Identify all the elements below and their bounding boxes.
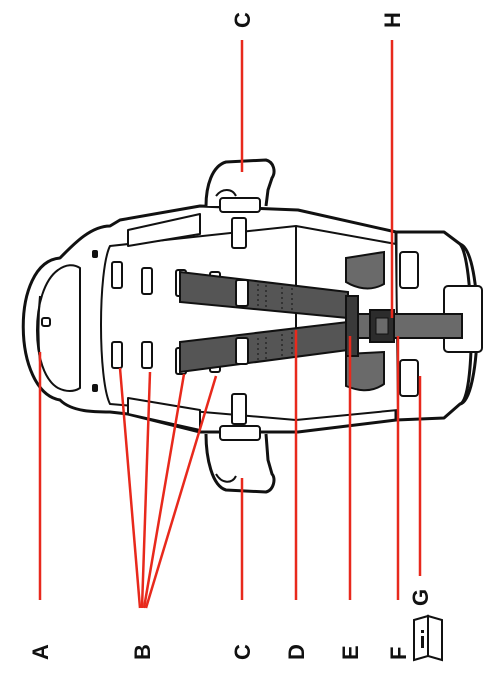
leader-B1 xyxy=(118,367,142,609)
crotch-strap xyxy=(345,295,463,357)
label-B: B xyxy=(130,644,155,660)
label-A: A xyxy=(28,644,53,660)
label-G: G xyxy=(408,589,433,606)
strap-stitching xyxy=(257,284,293,362)
strap-adjusters xyxy=(235,279,249,365)
leader-B4 xyxy=(144,375,218,609)
label-H: H xyxy=(380,12,405,28)
leader-B3 xyxy=(142,373,186,609)
label-E: E xyxy=(338,645,363,660)
label-F: F xyxy=(386,647,411,660)
headrest-clips xyxy=(41,250,98,392)
manual-book-icon xyxy=(413,614,443,662)
label-C-top: C xyxy=(230,12,255,28)
leader-lines xyxy=(38,40,422,609)
buckle-tongue xyxy=(345,295,359,357)
leader-B2 xyxy=(140,371,152,609)
side-guides xyxy=(231,217,419,425)
label-D: D xyxy=(284,644,309,660)
hip-pads xyxy=(345,250,385,392)
label-C-bottom: C xyxy=(230,644,255,660)
